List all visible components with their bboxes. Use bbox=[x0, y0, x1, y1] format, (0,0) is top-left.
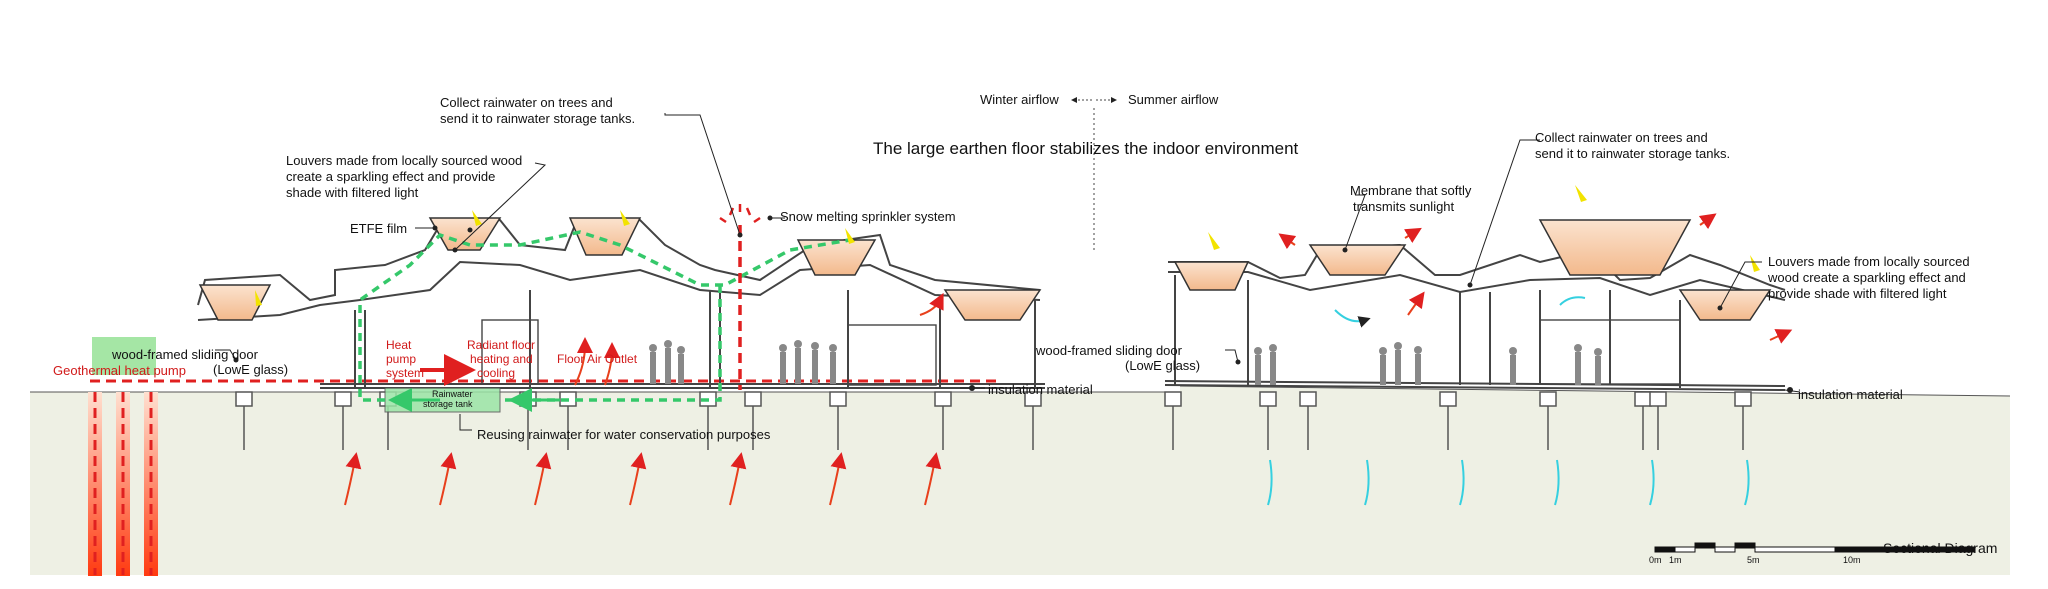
left-collect-rain-line1: Collect rainwater on trees and bbox=[440, 95, 613, 110]
left-louvers-line1: Louvers made from locally sourced wood bbox=[286, 153, 523, 168]
scale-tick-1: 1m bbox=[1669, 555, 1682, 565]
left-collect-rain-line2: send it to rainwater storage tanks. bbox=[440, 111, 636, 126]
sectional-diagram-caption: Sectional Diagram bbox=[1883, 540, 1998, 556]
left-door-line2: (LowE glass) bbox=[213, 362, 289, 377]
left-louvers-line3: shade with filtered light bbox=[286, 185, 419, 200]
tank-line2: storage tank bbox=[423, 399, 473, 409]
right-collect-rain-line2: send it to rainwater storage tanks. bbox=[1535, 146, 1731, 161]
left-warm-arrows bbox=[574, 292, 944, 386]
right-louvers-line3: provide shade with filtered light bbox=[1768, 286, 1947, 301]
sun-rays-left bbox=[255, 210, 855, 306]
ground-line-right bbox=[1179, 385, 2011, 397]
scale-bar bbox=[1654, 542, 1976, 553]
membrane-line1: Membrane that softly bbox=[1350, 183, 1472, 198]
heat-pump-line2: pump bbox=[386, 352, 417, 366]
left-insulation-label: insulation material bbox=[988, 382, 1093, 397]
scale-tick-10: 10m bbox=[1843, 555, 1861, 565]
leader-dots bbox=[233, 225, 1793, 393]
leader-lines bbox=[215, 113, 1801, 431]
right-cool-arrows bbox=[1334, 296, 1586, 328]
rain-path-left bbox=[358, 230, 851, 402]
left-louvers bbox=[198, 217, 1042, 321]
geothermal-pipe-1 bbox=[88, 392, 102, 576]
scale-tick-0: 0m bbox=[1649, 555, 1662, 565]
tank-line1: Rainwater bbox=[432, 389, 473, 399]
right-warm-arrows bbox=[1278, 213, 1793, 344]
reusing-rainwater-label: Reusing rainwater for water conservation… bbox=[477, 427, 771, 442]
heat-pump-line3: system bbox=[386, 366, 425, 380]
underground-cool-arrows bbox=[1267, 459, 1750, 506]
membrane-line2: transmits sunlight bbox=[1353, 199, 1455, 214]
radiant-floor-line2: heating and bbox=[470, 352, 533, 366]
right-collect-rain-line1: Collect rainwater on trees and bbox=[1535, 130, 1708, 145]
ground bbox=[30, 386, 2010, 575]
geothermal-pipe-2 bbox=[116, 392, 130, 576]
right-door-line1: wood-framed sliding door bbox=[1036, 343, 1182, 358]
right-louvers-line2: wood create a sparkling effect and bbox=[1768, 270, 1966, 285]
right-insulation-label: insulation material bbox=[1798, 387, 1903, 402]
right-people bbox=[1254, 342, 1602, 385]
etfe-film-label: ETFE film bbox=[350, 221, 408, 236]
left-louvers-line2: create a sparkling effect and provide bbox=[286, 169, 496, 184]
heat-pump-line1: Heat bbox=[386, 338, 412, 352]
geothermal-box bbox=[92, 337, 156, 375]
geothermal-pipe-3 bbox=[144, 392, 158, 576]
geothermal-dash bbox=[93, 392, 153, 575]
snow-spray bbox=[719, 204, 761, 224]
snow-melting-label: Snow melting sprinkler system bbox=[780, 209, 956, 224]
diagram-title: The large earthen floor stabilizes the i… bbox=[873, 139, 1299, 158]
right-louvers-line1: Louvers made from locally sourced bbox=[1768, 254, 1970, 269]
right-door-line2: (LowE glass) bbox=[1125, 358, 1201, 373]
geothermal-label: Geothermal heat pump bbox=[53, 363, 186, 378]
legend-summer-label: Summer airflow bbox=[1128, 92, 1219, 107]
right-building bbox=[1164, 243, 1786, 391]
left-door-line1: wood-framed sliding door bbox=[112, 347, 258, 362]
right-piers bbox=[1164, 391, 1752, 450]
legend-winter-label: Winter airflow bbox=[980, 92, 1059, 107]
right-louvers bbox=[1173, 219, 1772, 321]
floor-air-outlet-label: Floor Air Outlet bbox=[557, 352, 638, 366]
sun-rays-right bbox=[1208, 185, 1760, 272]
radiant-floor-line3: cooling bbox=[477, 366, 516, 380]
scale-tick-5: 5m bbox=[1747, 555, 1760, 565]
left-people bbox=[649, 340, 837, 384]
radiant-floor-line1: Radiant floor bbox=[467, 338, 536, 352]
underground-warm-arrows bbox=[344, 452, 942, 506]
